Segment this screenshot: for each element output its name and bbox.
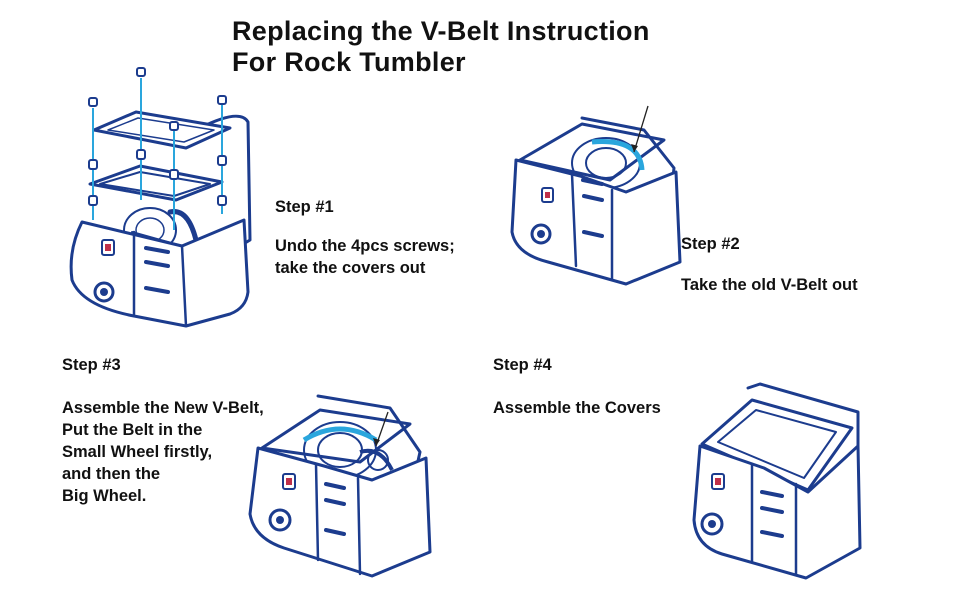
title-line-2: For Rock Tumbler [232, 47, 466, 77]
step-1-heading: Step #1 [275, 198, 334, 216]
step-2-text: Take the old V-Belt out [681, 276, 858, 294]
step-1-illustration [69, 67, 252, 328]
screw-icons [88, 67, 227, 206]
page-title: Replacing the V-Belt Instruction For Roc… [232, 16, 650, 78]
step-4-heading: Step #4 [493, 356, 552, 374]
step-2-illustration [510, 105, 682, 286]
step-3-illustration [248, 394, 432, 578]
step-1-text: Undo the 4pcs screws; take the covers ou… [275, 237, 455, 277]
step-4-illustration [692, 382, 862, 580]
step-2-heading: Step #2 [681, 235, 740, 253]
belt-pointer-arrow [633, 105, 649, 153]
step-4-text: Assemble the Covers [493, 399, 661, 417]
screw-guide-lines [92, 78, 223, 230]
step-3-heading: Step #3 [62, 356, 121, 374]
step-3-text: Assemble the New V-Belt, Put the Belt in… [62, 399, 264, 505]
title-line-1: Replacing the V-Belt Instruction [232, 16, 650, 46]
